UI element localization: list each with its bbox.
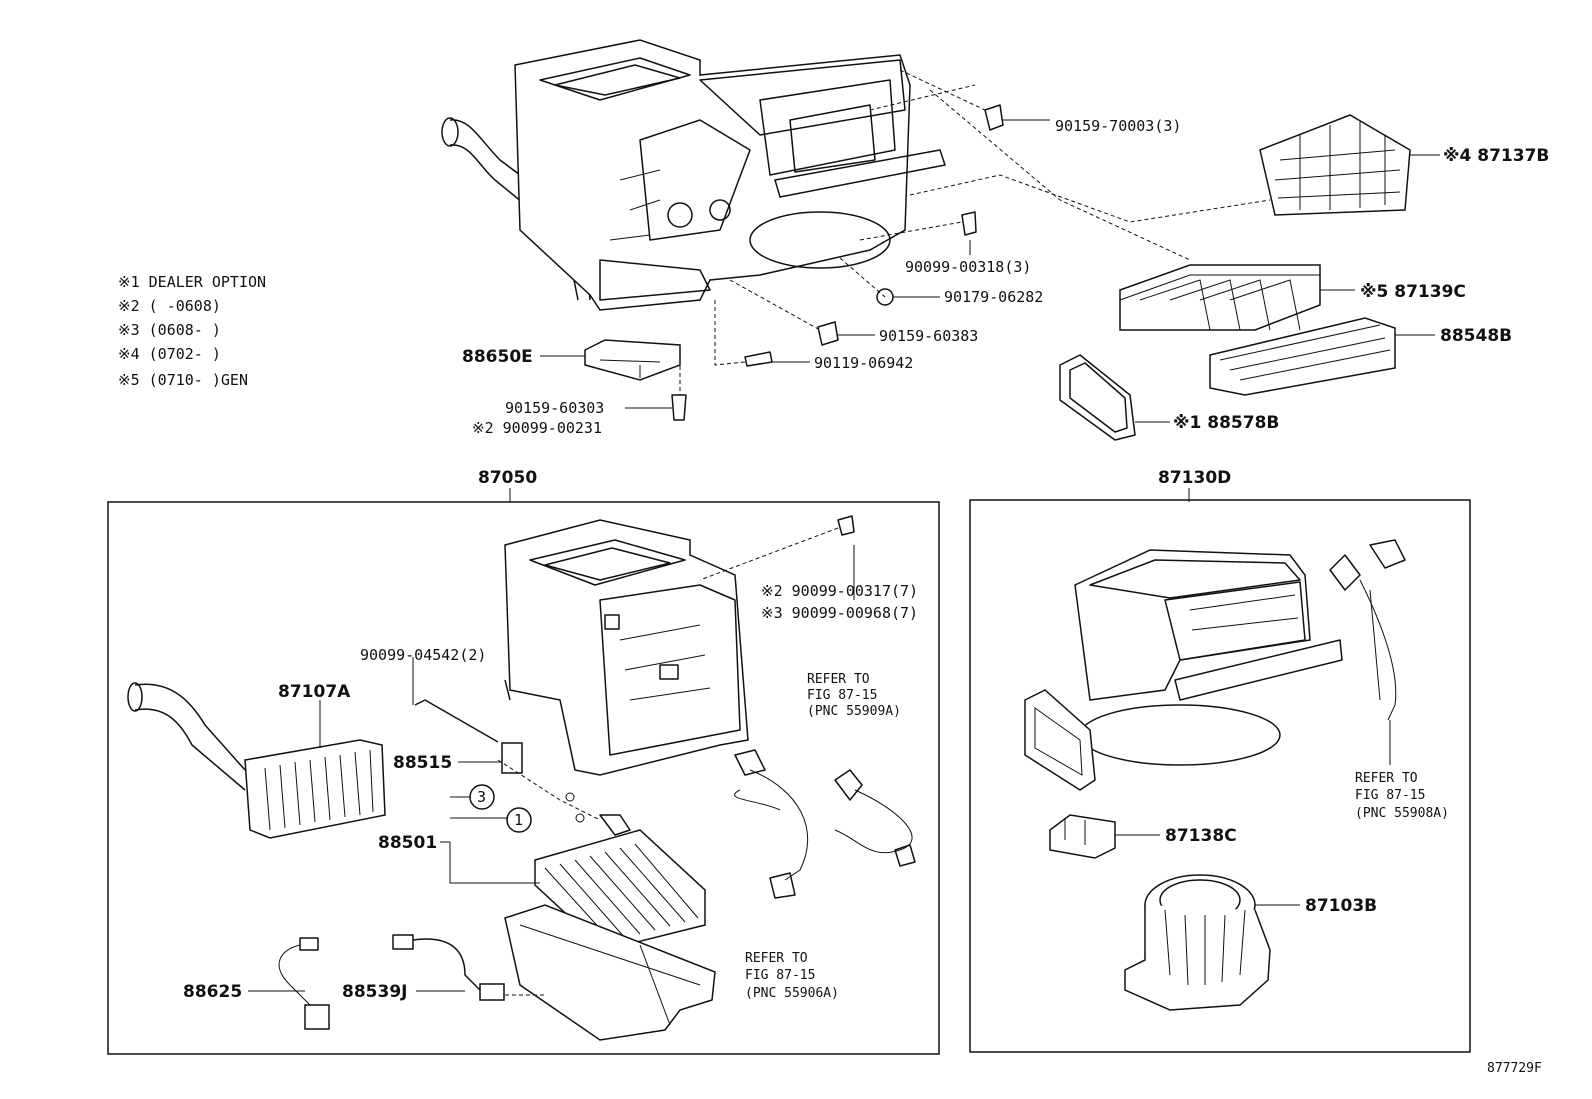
heater-unit-assembly-drawing [441, 39, 946, 311]
figure-id: 877729F [1487, 1061, 1542, 1076]
air-filter-cover-87137b [1259, 114, 1411, 216]
thermistor-88625-drawing [278, 937, 330, 1030]
label-90099-04542: 90099-04542(2) [360, 646, 486, 664]
refer-55908a-line2: FIG 87-15 [1355, 788, 1425, 803]
label-87107a: 87107A [278, 682, 351, 702]
top-guide-lines [679, 69, 1271, 395]
label-90159-60383: 90159-60383 [879, 327, 978, 345]
refer-55909a-line1: REFER TO [807, 672, 870, 687]
label-88578b: ※1 88578B [1173, 413, 1279, 433]
label-88515: 88515 [393, 753, 452, 773]
sensor-wire-55909a-drawing [834, 769, 916, 867]
label-90159-70003: 90159-70003(3) [1055, 117, 1181, 135]
label-90119-06942: 90119-06942 [814, 354, 913, 372]
label-90099-00317: ※2 90099-00317(7) [761, 582, 918, 600]
amplifier-88650e [584, 339, 681, 381]
left-guide-valve [497, 759, 601, 821]
option-notes: ※1 DEALER OPTION ※2 ( -0608) ※3 (0608- )… [118, 273, 266, 389]
left-box-frame [107, 501, 940, 1055]
note-3: ※3 (0608- ) [118, 321, 221, 339]
label-87103b: 87103B [1305, 896, 1377, 916]
left-box-title: 87050 [478, 468, 537, 488]
label-88539j: 88539J [342, 982, 407, 1002]
label-90179-06282: 90179-06282 [944, 288, 1043, 306]
harness-88539j-drawing [392, 934, 505, 1001]
top-labels: 90159-70003(3) ※4 87137B 90099-00318(3) … [462, 117, 1549, 437]
refer-55908a-line3: (PNC 55908A) [1355, 806, 1449, 821]
refer-55908a-line1: REFER TO [1355, 771, 1418, 786]
note-2: ※2 ( -0608) [118, 297, 221, 315]
right-box-title: 87130D [1158, 468, 1231, 488]
label-90099-00231: ※2 90099-00231 [472, 419, 602, 437]
refer-55906a-line2: FIG 87-15 [745, 968, 815, 983]
left-guide-screw [699, 527, 839, 581]
label-90099-00968: ※3 90099-00968(7) [761, 604, 918, 622]
circle-marker-3-label: 3 [477, 788, 486, 806]
label-88650e: 88650E [462, 347, 533, 367]
top-leader-lines [540, 119, 1440, 423]
note-5: ※5 (0710- )GEN [118, 371, 248, 389]
label-90099-00318: 90099-00318(3) [905, 258, 1031, 276]
right-box-frame [969, 499, 1471, 1053]
refer-55909a-line2: FIG 87-15 [807, 688, 877, 703]
label-88501: 88501 [378, 833, 437, 853]
sensor-wire-55908a-drawing [1329, 539, 1406, 765]
note-1: ※1 DEALER OPTION [118, 273, 266, 291]
air-filter-87139c [1119, 264, 1321, 331]
sensor-wire-55906a-drawing [734, 749, 809, 899]
heater-core-87107a-drawing [127, 682, 386, 839]
lower-case-drawing [504, 904, 716, 1041]
refer-55906a-line1: REFER TO [745, 951, 808, 966]
blower-motor-87103b-drawing [1124, 874, 1271, 1011]
label-87139c: ※5 87139C [1360, 282, 1466, 302]
refer-55906a-line3: (PNC 55906A) [745, 986, 839, 1001]
blower-unit-drawing [1024, 549, 1343, 791]
refer-55909a-line3: (PNC 55909A) [807, 704, 901, 719]
label-87137b: ※4 87137B [1443, 146, 1549, 166]
right-group-87130d: 87130D [969, 468, 1471, 1053]
heater-case-drawing [504, 519, 749, 776]
label-87138c: 87138C [1165, 826, 1237, 846]
left-leader-lines [248, 545, 855, 992]
resistor-87138c-drawing [1049, 814, 1116, 859]
circle-marker-1 [506, 807, 532, 833]
circle-marker-1-label: 1 [514, 811, 523, 829]
seal-88578b [1059, 354, 1136, 441]
note-4: ※4 (0702- ) [118, 345, 221, 363]
label-88625: 88625 [183, 982, 242, 1002]
right-leader-lines [1115, 834, 1300, 906]
label-88548b: 88548B [1440, 326, 1512, 346]
label-90159-60303: 90159-60303 [505, 399, 604, 417]
left-group-87050: 87050 [107, 468, 940, 1055]
screw-90099-00317-drawing [837, 515, 855, 536]
filter-cover-88548b [1209, 317, 1396, 396]
